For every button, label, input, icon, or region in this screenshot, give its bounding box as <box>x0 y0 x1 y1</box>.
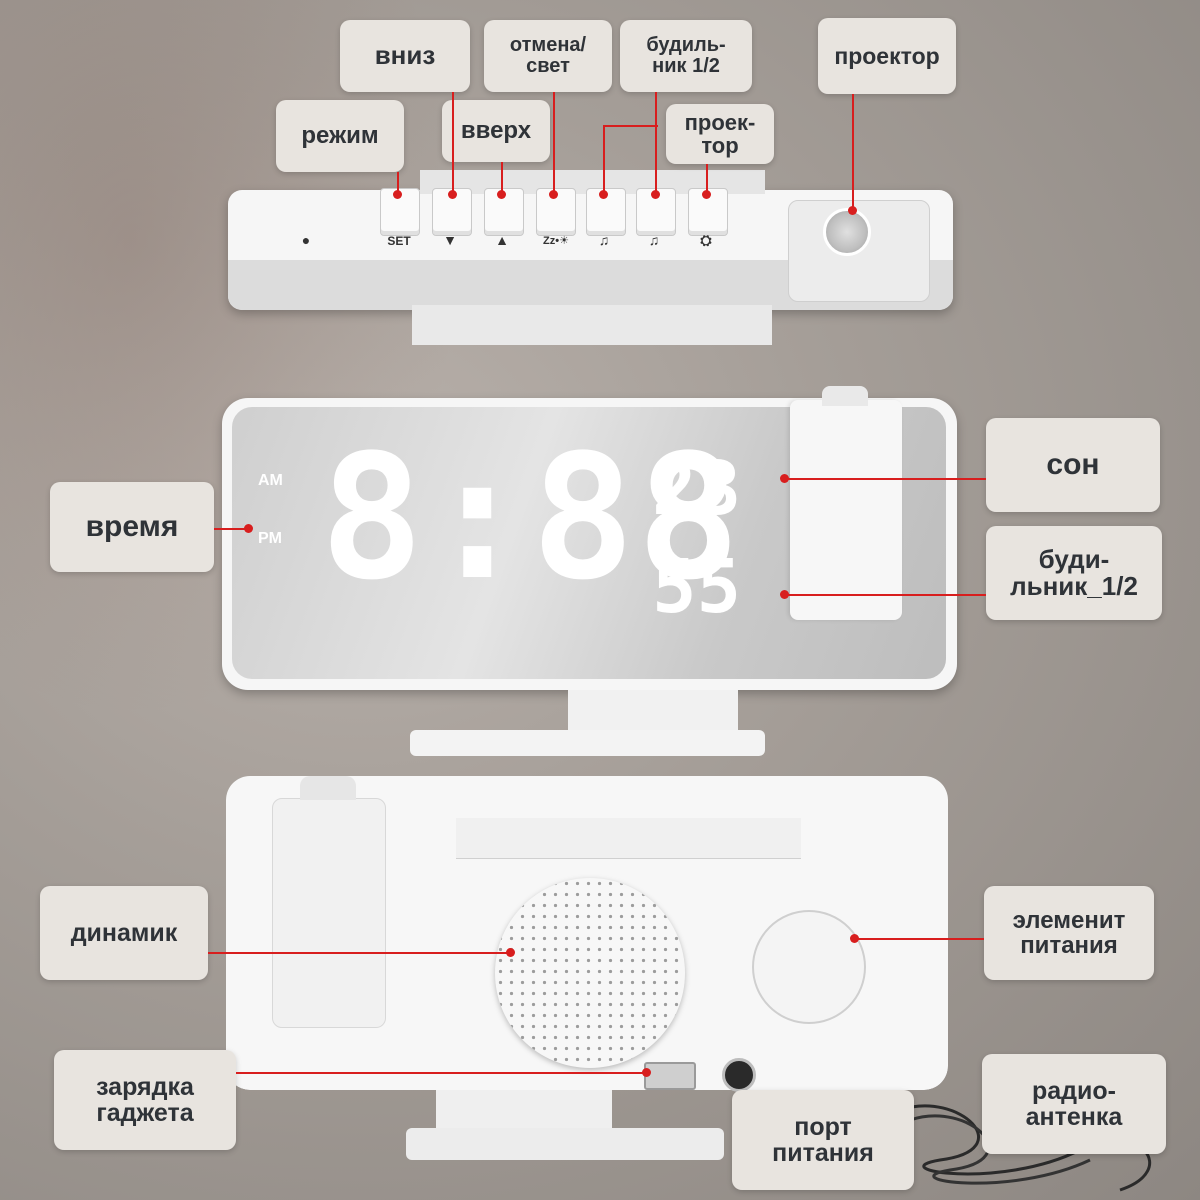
speaker-grille <box>495 878 685 1068</box>
back-projector-knob <box>300 776 356 800</box>
label-sleep: сон <box>986 418 1160 512</box>
label-alarm-top: будиль- ник 1/2 <box>620 20 752 92</box>
up-arrow-icon: ▲ <box>495 232 509 248</box>
projector-knob <box>822 386 868 406</box>
leader-alarm-side <box>786 594 986 596</box>
leader-cancel <box>553 92 555 194</box>
pm-indicator: PM <box>258 530 282 547</box>
battery-compartment <box>752 910 866 1024</box>
leader-charging-dot <box>642 1068 651 1077</box>
leader-time-dot <box>244 524 253 533</box>
projector-housing <box>790 400 902 620</box>
small-digits-bottom: 55 <box>652 544 742 630</box>
leader-projector-btn <box>706 164 708 194</box>
leader-projector-top-dot <box>848 206 857 215</box>
label-charging: зарядка гаджета <box>54 1050 236 1150</box>
alarm2-icon: ♫ <box>648 232 660 248</box>
leader-up <box>501 162 503 194</box>
leader-alarm2-dot <box>651 190 660 199</box>
front-stand-base <box>410 730 765 756</box>
leader-time <box>214 528 248 530</box>
am-indicator: AM <box>258 472 283 489</box>
leader-up-dot <box>497 190 506 199</box>
down-arrow-icon: ▼ <box>443 232 457 248</box>
time-digits: 8:88 <box>320 417 743 618</box>
usb-port <box>644 1062 696 1090</box>
top-stand <box>412 305 772 345</box>
back-stand-neck <box>436 1090 612 1130</box>
label-alarm-side: буди- льник_1/2 <box>986 526 1162 620</box>
set-symbol: SET <box>387 234 411 248</box>
leader-projector-btn-dot <box>702 190 711 199</box>
leader-mode <box>397 172 399 194</box>
label-mode: режим <box>276 100 404 172</box>
back-button-row <box>456 818 801 859</box>
leader-alarm-h <box>603 125 658 127</box>
back-projector-housing <box>272 798 386 1028</box>
label-down: вниз <box>340 20 470 92</box>
leader-sleep-dot <box>780 474 789 483</box>
leader-down <box>452 92 454 194</box>
projector-icon: ⛭ <box>700 232 712 248</box>
label-up: вверх <box>442 100 550 162</box>
label-projector-btn: проек- тор <box>666 104 774 164</box>
leader-sleep <box>786 478 986 480</box>
leader-cancel-dot <box>549 190 558 199</box>
power-icon: ● <box>301 232 311 248</box>
leader-alarm-v2 <box>655 92 657 194</box>
alarm1-icon: ♫ <box>598 232 610 248</box>
small-digits-top: 23 <box>652 446 742 532</box>
label-cancel-light: отмена/ свет <box>484 20 612 92</box>
label-projector-top: проектор <box>818 18 956 94</box>
back-stand-base <box>406 1128 724 1160</box>
label-time: время <box>50 482 214 572</box>
front-stand-neck <box>568 690 738 732</box>
leader-charging <box>236 1072 646 1074</box>
leader-speaker <box>208 952 508 954</box>
snooze-light-icon: Zz•☀ <box>543 235 569 247</box>
label-radio-antenna: радио- антенка <box>982 1054 1166 1154</box>
leader-alarm1-dot <box>599 190 608 199</box>
leader-mode-dot <box>393 190 402 199</box>
projector-lens <box>823 208 871 256</box>
leader-speaker-dot <box>506 948 515 957</box>
label-battery: элеменит питания <box>984 886 1154 980</box>
leader-alarm-side-dot <box>780 590 789 599</box>
leader-battery <box>854 938 984 940</box>
leader-projector-top <box>852 94 854 210</box>
leader-alarm-v1 <box>603 125 605 194</box>
dc-jack <box>722 1058 756 1092</box>
leader-battery-dot <box>850 934 859 943</box>
leader-down-dot <box>448 190 457 199</box>
label-power-port: порт питания <box>732 1090 914 1190</box>
label-speaker: динамик <box>40 886 208 980</box>
